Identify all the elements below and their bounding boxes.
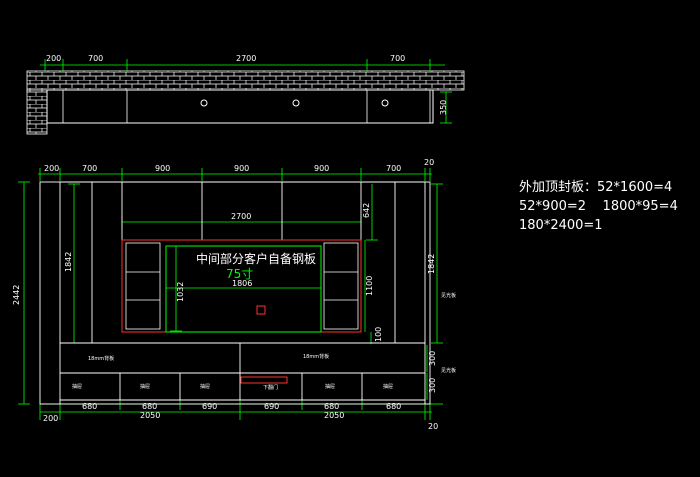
fdim-900a: 900 — [155, 164, 170, 173]
fdim-200: 200 — [44, 164, 59, 173]
top-hole-3 — [381, 99, 389, 107]
top-wall-brick — [26, 70, 465, 91]
center-label: 中间部分客户自备钢板 — [196, 251, 316, 266]
top-hole-2 — [292, 99, 300, 107]
top-cabinet-outline — [46, 89, 434, 124]
top-depth: 350 — [439, 100, 448, 115]
bdim-6: 680 — [386, 402, 401, 411]
right-inner-height: 1100 — [365, 276, 374, 296]
back-panel-left: 18mm背板 — [88, 355, 114, 362]
back-panel-right: 18mm背板 — [303, 353, 329, 360]
height-right: 1842 — [427, 254, 436, 274]
top-dim-2: 700 — [88, 54, 103, 63]
top-dim-1: 200 — [46, 54, 61, 63]
fdim-900b: 900 — [234, 164, 249, 173]
bdim-left: 200 — [43, 414, 58, 423]
flap-handle — [240, 376, 288, 384]
top-dim-4: 700 — [390, 54, 405, 63]
btotal-1: 2050 — [140, 411, 160, 420]
bdim-1: 680 — [82, 402, 97, 411]
note-line-3: 180*2400=1 — [519, 218, 603, 233]
center-size: 75寸 — [226, 267, 253, 281]
btotal-2: 2050 — [324, 411, 344, 420]
drawer-6: 抽屉 — [383, 383, 393, 390]
bdim-5: 680 — [324, 402, 339, 411]
bdim-3: 690 — [202, 402, 217, 411]
top-dim-3: 2700 — [236, 54, 256, 63]
drawer-5: 抽屉 — [325, 383, 335, 390]
bdim-4: 690 — [264, 402, 279, 411]
top-offset: 642 — [362, 203, 371, 218]
side-label-1: 见光板 — [441, 292, 456, 299]
height-total: 2442 — [12, 285, 21, 305]
fdim-700b: 700 — [386, 164, 401, 173]
height-left-inner: 1842 — [64, 252, 73, 272]
bdim-2: 680 — [142, 402, 157, 411]
inner-height: 1032 — [176, 282, 185, 302]
drawer-1: 抽屉 — [72, 383, 82, 390]
note-line-1: 外加顶封板：52*1600=4 — [519, 180, 673, 195]
gap-100: 100 — [374, 327, 383, 342]
drawer-2: 抽屉 — [140, 383, 150, 390]
inner-width: 1806 — [232, 279, 252, 288]
drawer-h-b: 300 — [428, 378, 437, 393]
tv-socket — [256, 305, 266, 315]
side-label-2: 见光板 — [441, 367, 456, 374]
note-line-2: 52*900=2 1800*95=4 — [519, 199, 678, 214]
front-view: 中间部分客户自备钢板 75寸 200 700 900 900 900 700 2… — [12, 158, 456, 431]
drawer-3: 抽屉 — [200, 383, 210, 390]
tv-panel — [165, 245, 322, 333]
bdim-right: 20 — [428, 422, 438, 431]
fdim-900c: 900 — [314, 164, 329, 173]
left-wall-brick — [26, 89, 48, 135]
top-view: 200 700 2700 700 350 — [26, 54, 465, 135]
center-width: 2700 — [231, 212, 251, 221]
top-hole-1 — [200, 99, 208, 107]
drawer-h-a: 300 — [428, 351, 437, 366]
material-note: 外加顶封板：52*1600=4 52*900=2 1800*95=4 180*2… — [519, 178, 678, 235]
drawer-4: 下翻门 — [263, 384, 278, 391]
fdim-700a: 700 — [82, 164, 97, 173]
fdim-20: 20 — [424, 158, 434, 167]
